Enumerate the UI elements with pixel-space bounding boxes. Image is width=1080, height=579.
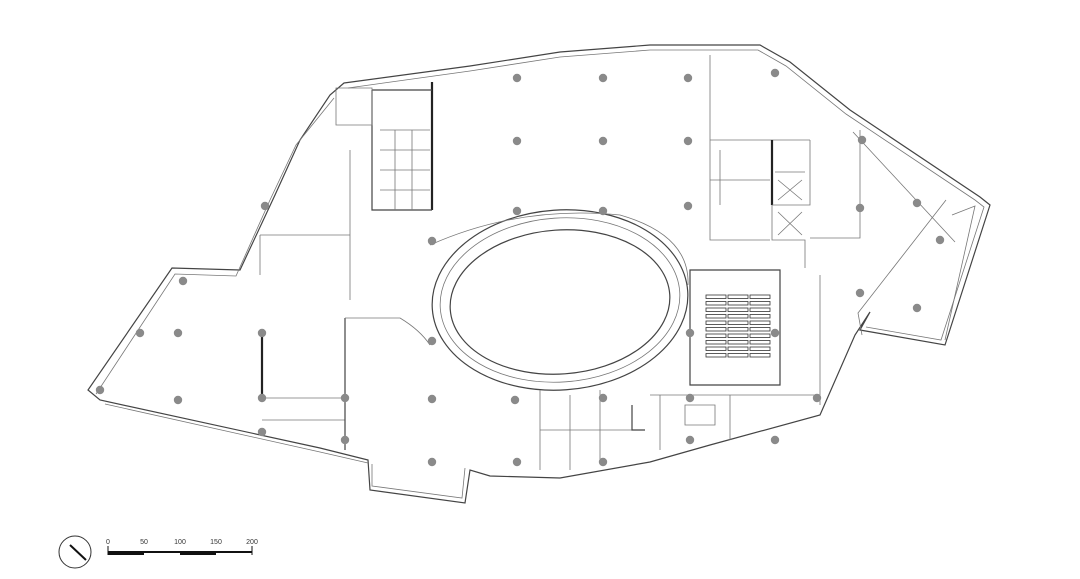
seat-row-0-1 xyxy=(727,294,749,299)
seat-row-8-1 xyxy=(727,346,749,351)
north-arrow-icon xyxy=(58,535,92,569)
seat-row-3-2 xyxy=(749,314,771,319)
column-19 xyxy=(135,328,145,338)
column-2 xyxy=(683,73,693,83)
seat-row-2-1 xyxy=(727,307,749,312)
seat-row-1-0 xyxy=(705,301,727,306)
column-14 xyxy=(427,236,437,246)
column-36 xyxy=(427,457,437,467)
column-6 xyxy=(598,136,608,146)
column-28 xyxy=(770,328,780,338)
seat-row-8-2 xyxy=(749,346,771,351)
scale-tick-0: 0 xyxy=(106,539,110,546)
scale-tick-2: 100 xyxy=(174,539,186,546)
column-22 xyxy=(427,336,437,346)
column-35 xyxy=(340,435,350,445)
column-7 xyxy=(683,136,693,146)
column-21 xyxy=(257,328,267,338)
column-27 xyxy=(685,393,695,403)
auditorium-seating xyxy=(705,294,771,358)
seat-row-7-1 xyxy=(727,340,749,345)
seat-row-5-0 xyxy=(705,327,727,332)
seat-row-9-0 xyxy=(705,353,727,358)
central-atrium xyxy=(429,209,689,391)
seat-row-5-1 xyxy=(727,327,749,332)
column-17 xyxy=(912,303,922,313)
column-10 xyxy=(683,201,693,211)
column-31 xyxy=(173,395,183,405)
column-8 xyxy=(512,206,522,216)
column-3 xyxy=(770,68,780,78)
seat-row-6-2 xyxy=(749,333,771,338)
seat-row-8-0 xyxy=(705,346,727,351)
seat-row-3-1 xyxy=(727,314,749,319)
seat-row-9-2 xyxy=(749,353,771,358)
column-20 xyxy=(173,328,183,338)
seat-row-4-2 xyxy=(749,320,771,325)
building-outline xyxy=(87,44,991,504)
seat-row-1-2 xyxy=(749,301,771,306)
column-23 xyxy=(427,394,437,404)
scale-bar: 0 50 100 150 200 xyxy=(106,539,258,555)
column-11 xyxy=(855,203,865,213)
column-13 xyxy=(935,235,945,245)
column-18 xyxy=(178,276,188,286)
column-15 xyxy=(260,201,270,211)
column-16 xyxy=(855,288,865,298)
column-40 xyxy=(770,435,780,445)
seat-row-7-2 xyxy=(749,340,771,345)
seat-row-0-0 xyxy=(705,294,727,299)
seat-row-6-0 xyxy=(705,333,727,338)
seat-row-7-0 xyxy=(705,340,727,345)
structural-columns xyxy=(95,68,945,467)
column-34 xyxy=(257,427,267,437)
interior-walls xyxy=(259,55,861,470)
column-37 xyxy=(512,457,522,467)
column-38 xyxy=(598,457,608,467)
column-33 xyxy=(340,393,350,403)
seat-row-6-1 xyxy=(727,333,749,338)
seat-row-2-0 xyxy=(705,307,727,312)
seat-row-4-1 xyxy=(727,320,749,325)
scale-tick-1: 50 xyxy=(140,539,148,546)
column-29 xyxy=(812,393,822,403)
seat-row-0-2 xyxy=(749,294,771,299)
scale-tick-4: 200 xyxy=(246,539,258,546)
column-24 xyxy=(510,395,520,405)
column-30 xyxy=(95,385,105,395)
seat-row-3-0 xyxy=(705,314,727,319)
seat-row-1-1 xyxy=(727,301,749,306)
seat-row-9-1 xyxy=(727,353,749,358)
scale-tick-3: 150 xyxy=(210,539,222,546)
column-25 xyxy=(598,393,608,403)
seat-row-4-0 xyxy=(705,320,727,325)
column-39 xyxy=(685,435,695,445)
column-26 xyxy=(685,328,695,338)
column-1 xyxy=(598,73,608,83)
column-0 xyxy=(512,73,522,83)
column-5 xyxy=(512,136,522,146)
column-12 xyxy=(912,198,922,208)
column-32 xyxy=(257,393,267,403)
column-4 xyxy=(857,135,867,145)
seat-row-2-2 xyxy=(749,307,771,312)
column-9 xyxy=(598,206,608,216)
seat-row-5-2 xyxy=(749,327,771,332)
